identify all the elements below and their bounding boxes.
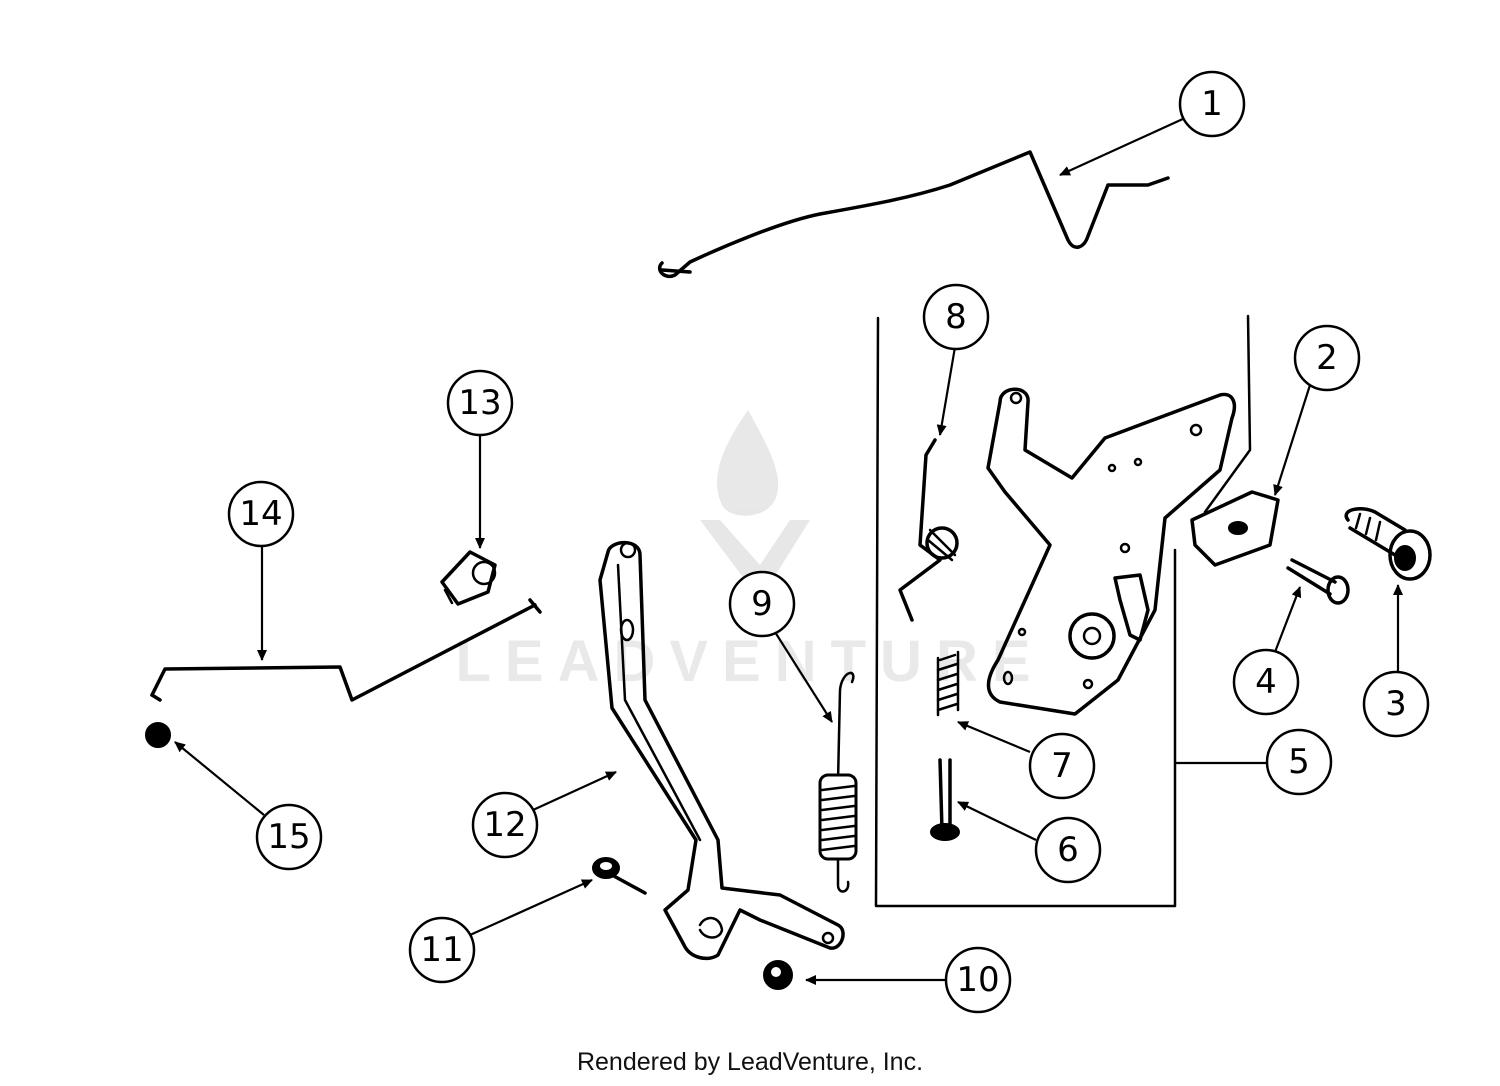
callout-8: 8	[922, 283, 990, 351]
callout-7: 7	[1028, 732, 1096, 800]
part-14-rod	[150, 603, 537, 702]
part-13-clip	[440, 550, 497, 606]
part-15-nut	[145, 722, 171, 748]
svg-text:1: 1	[1201, 84, 1223, 124]
svg-text:4: 4	[1255, 662, 1277, 702]
callout-5: 5	[1265, 728, 1333, 796]
watermark-logo	[700, 410, 810, 600]
svg-text:3: 3	[1385, 684, 1407, 724]
svg-text:2: 2	[1316, 338, 1338, 378]
part-11-bolt	[592, 857, 647, 895]
svg-text:10: 10	[956, 960, 999, 1000]
part-5-plate	[986, 387, 1237, 716]
part-1-rod	[657, 150, 1170, 278]
part-12-pedal-arm	[598, 540, 845, 961]
part-4-bolt	[1286, 558, 1350, 605]
callout-12: 12	[471, 791, 539, 859]
svg-text:12: 12	[483, 805, 526, 845]
callout-1: 1	[1178, 70, 1246, 138]
leader-lines	[174, 116, 1403, 985]
svg-text:6: 6	[1057, 830, 1079, 870]
part-5-frame	[874, 314, 1252, 908]
part-2-bracket	[1190, 490, 1280, 567]
callout-4: 4	[1232, 648, 1300, 716]
part-3-bolt	[1344, 507, 1432, 581]
svg-text:5: 5	[1288, 742, 1310, 782]
callout-11: 11	[408, 916, 476, 984]
part-10-nut	[763, 960, 793, 990]
callout-6: 6	[1034, 816, 1102, 884]
callout-14: 14	[227, 480, 295, 548]
svg-text:14: 14	[239, 494, 282, 534]
part-7-spring	[936, 650, 960, 717]
callout-10: 10	[944, 946, 1012, 1014]
callout-2: 2	[1293, 324, 1361, 392]
svg-text:9: 9	[751, 584, 773, 624]
svg-text:15: 15	[267, 817, 310, 857]
part-9-spring	[818, 671, 858, 893]
svg-text:8: 8	[945, 297, 967, 337]
watermark-text: LEADVENTURE	[455, 629, 1045, 694]
footer-credit: Rendered by LeadVenture, Inc.	[576, 1048, 924, 1076]
svg-text:7: 7	[1051, 746, 1073, 786]
svg-text:11: 11	[420, 930, 463, 970]
part-8-spring	[898, 438, 959, 622]
callout-9: 9	[728, 570, 796, 638]
part-6-bolt	[930, 758, 960, 841]
svg-text:13: 13	[458, 383, 501, 423]
callout-3: 3	[1362, 670, 1430, 738]
callout-13: 13	[446, 369, 514, 437]
callout-15: 15	[255, 803, 323, 871]
